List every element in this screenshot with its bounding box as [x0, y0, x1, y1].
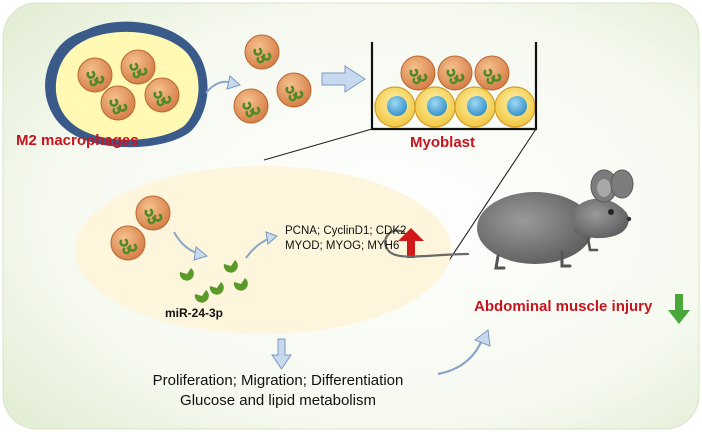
zoom-line-right — [447, 128, 537, 263]
up-arrow-icon — [398, 228, 424, 258]
mouse-icon — [384, 169, 634, 270]
markers-line2: MYOD; MYOG; MYH6 — [285, 240, 400, 252]
m2-macrophages-label: M2 macrophages — [16, 132, 139, 149]
outcome-line1: Proliferation; Migration; Differentiatio… — [152, 372, 404, 389]
markers-line1: PCNA; CyclinD1; CDK2 — [285, 225, 407, 237]
zoom-line-left — [263, 128, 373, 161]
outcome-arrow — [437, 339, 484, 376]
myoblast-label: Myoblast — [410, 134, 476, 151]
outcome-line2: Glucose and lipid metabolism — [180, 392, 376, 409]
coculture-arrow — [321, 65, 366, 93]
mirna-label: miR-24-3p — [165, 306, 224, 320]
myoblast-cells — [374, 86, 536, 128]
injury-label: Abdominal muscle injury — [474, 298, 653, 315]
effect-arrow — [271, 338, 292, 370]
culture-dish — [370, 42, 538, 131]
down-arrow-icon — [668, 294, 690, 324]
macrophage-tissue — [45, 21, 208, 148]
